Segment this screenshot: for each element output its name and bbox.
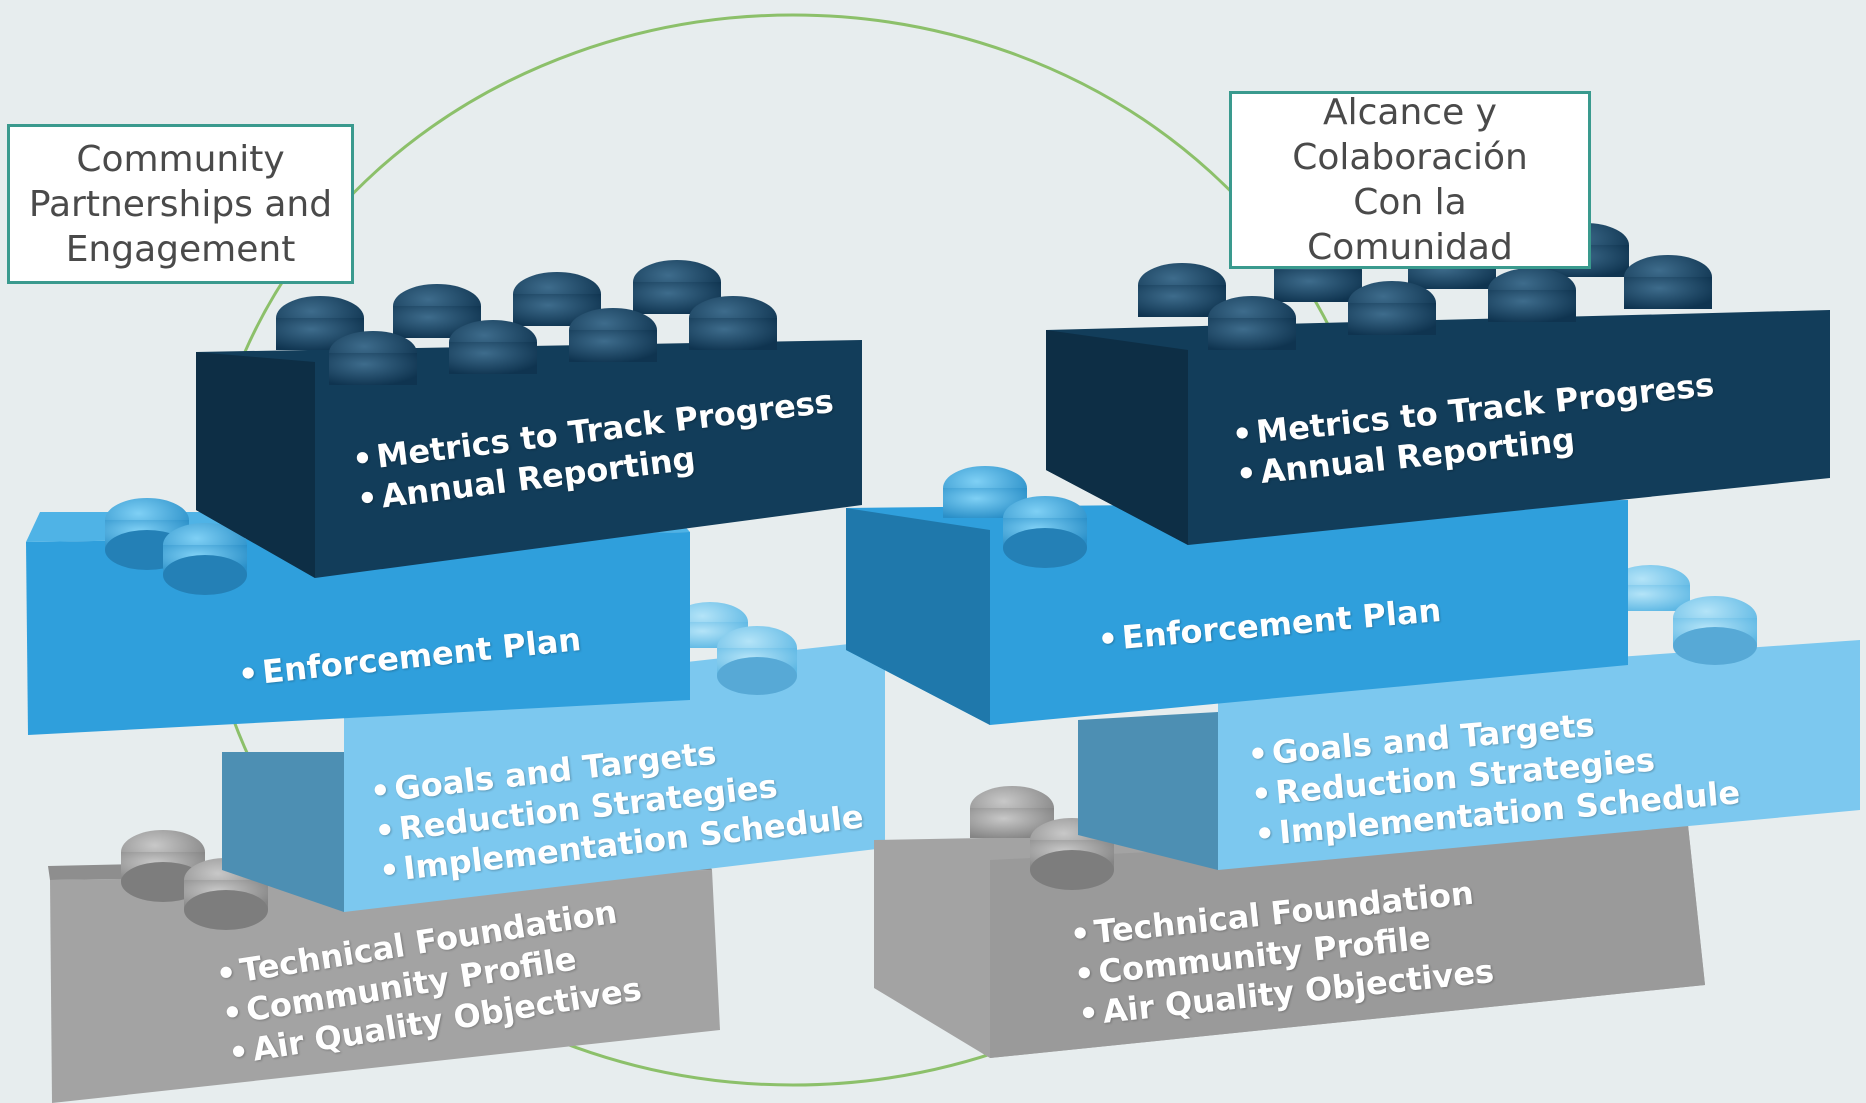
- label-left-line: Community: [76, 138, 285, 180]
- label-left-line: Partnerships and: [28, 183, 333, 225]
- label-right-line: Con la: [1353, 182, 1467, 223]
- label-left-line: Engagement: [65, 228, 296, 270]
- label-right-line: Alcance y: [1323, 92, 1497, 133]
- label-alcance-colaboracion: Alcance y Colaboración Con la Comunidad: [1229, 91, 1591, 269]
- label-community-partnerships: Community Partnerships and Engagement: [7, 124, 354, 284]
- label-right-line: Colaboración: [1292, 137, 1528, 178]
- label-right-line: Comunidad: [1307, 227, 1513, 268]
